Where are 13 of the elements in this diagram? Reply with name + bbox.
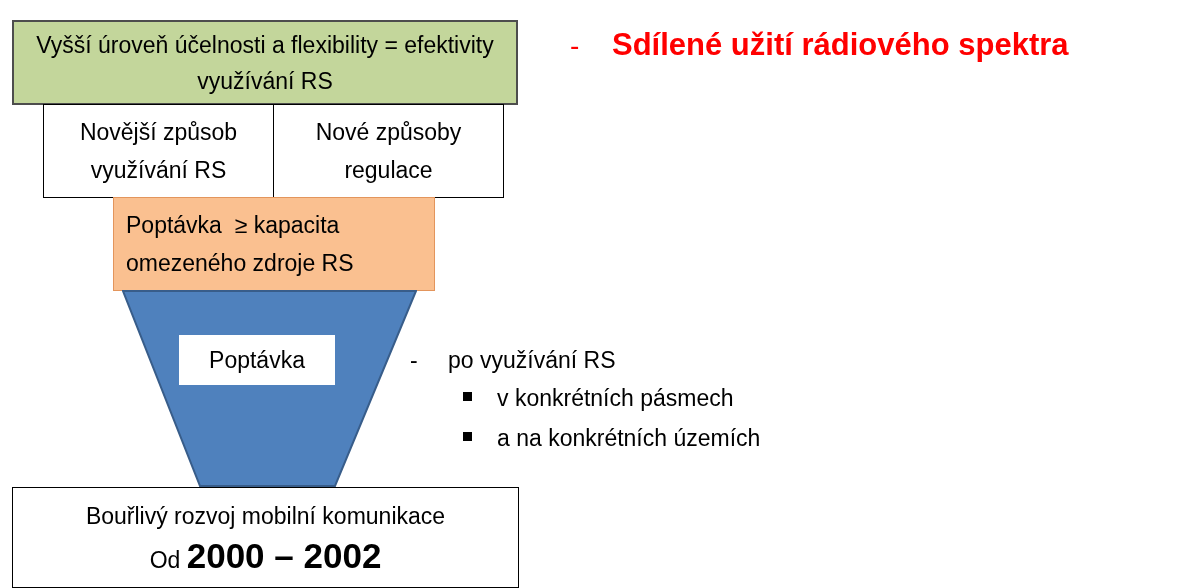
- list-text: v konkrétních pásmech: [497, 384, 734, 413]
- dash: -: [570, 29, 580, 63]
- text-box: Poptávka: [179, 335, 335, 385]
- process-box: Poptávka ≥ kapacita omezeného zdroje RS: [113, 197, 435, 291]
- dash: -: [410, 346, 418, 375]
- list-text: po využívání RS: [448, 346, 616, 375]
- list-text: a na konkrétních územích: [497, 424, 761, 453]
- funnel-shape: [122, 290, 417, 487]
- text-box: Bouřlivý rozvoj mobilní komunikace Od 2000 – 2002: [12, 487, 519, 588]
- slide-title: Sdílené užití rádiového spektra: [612, 26, 1069, 64]
- process-box: Novější způsob využívání RS: [43, 104, 274, 198]
- process-box: Nové způsoby regulace: [273, 104, 504, 198]
- heading-box: Vyšší úroveň účelnosti a flexibility = efektivity využívání RS: [12, 20, 518, 105]
